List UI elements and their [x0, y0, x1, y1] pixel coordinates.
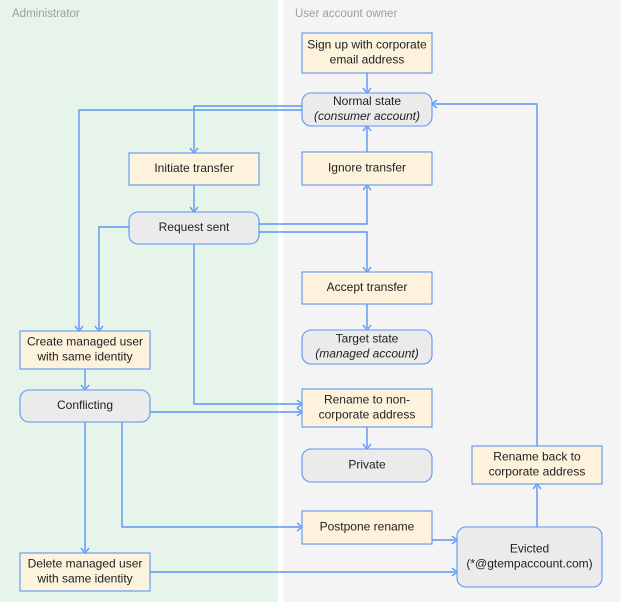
node-accept-transfer[interactable]: Accept transfer — [301, 271, 433, 305]
node-label-line: (managed account) — [315, 347, 418, 361]
node-label-line: corporate address — [319, 408, 416, 422]
node-shape[interactable] — [301, 271, 433, 305]
node-label-line: Ignore transfer — [328, 161, 406, 175]
node-shape[interactable] — [19, 389, 151, 423]
swimlane-administrator: Administrator — [0, 0, 278, 602]
edge-line — [78, 109, 302, 329]
node-label-line: Create managed user — [27, 335, 143, 349]
node-request-sent[interactable]: Request sent — [128, 211, 260, 245]
node-rename-to-non-corporate-address[interactable]: Rename to non-corporate address — [301, 388, 433, 428]
node-normal-state[interactable]: Normal state(consumer account) — [301, 92, 433, 127]
swimlane-background — [0, 0, 278, 602]
node-ignore-transfer[interactable]: Ignore transfer — [301, 151, 433, 186]
node-shape[interactable] — [128, 211, 260, 245]
node-label-line: with same identity — [36, 350, 132, 364]
node-label-line: Rename to non- — [324, 393, 410, 407]
node-shape[interactable] — [301, 448, 433, 483]
edge-line — [259, 187, 368, 225]
node-shape[interactable] — [128, 152, 260, 186]
node-label-line: Conflicting — [57, 398, 113, 412]
node-label-line: corporate address — [489, 465, 586, 479]
node-label-line: Sign up with corporate — [307, 38, 427, 52]
node-label-line: (consumer account) — [314, 109, 420, 123]
swimlane-title: User account owner — [295, 8, 397, 20]
node-evicted[interactable]: Evicted(*@gtempaccount.com) — [456, 526, 603, 588]
node-conflicting[interactable]: Conflicting — [19, 389, 151, 423]
node-label-line: Evicted — [510, 542, 549, 556]
node-initiate-transfer[interactable]: Initiate transfer — [128, 152, 260, 186]
node-label-line: email address — [330, 53, 405, 67]
node-label-line: Rename back to — [493, 450, 581, 464]
node-label-line: Postpone rename — [320, 520, 415, 534]
node-shape[interactable] — [301, 329, 433, 365]
node-shape[interactable] — [19, 552, 151, 592]
node-shape[interactable] — [301, 388, 433, 428]
node-shape[interactable] — [19, 330, 151, 370]
edge-line — [98, 226, 129, 329]
swimlane-title: Administrator — [12, 8, 80, 20]
node-label-line: (*@gtempaccount.com) — [466, 557, 592, 571]
node-label-line: Private — [348, 458, 386, 472]
edge-line — [193, 105, 302, 151]
node-shape[interactable] — [456, 526, 603, 588]
node-shape[interactable] — [301, 32, 433, 74]
node-postpone-rename[interactable]: Postpone rename — [301, 510, 433, 545]
edge-line — [121, 422, 300, 528]
node-label-line: Request sent — [159, 220, 230, 234]
node-shape[interactable] — [301, 92, 433, 127]
node-shape[interactable] — [301, 151, 433, 186]
edge-line — [259, 231, 368, 270]
node-label-line: Normal state — [333, 94, 401, 108]
node-label-line: Target state — [336, 332, 399, 346]
node-label-line: Accept transfer — [327, 280, 408, 294]
edge-line — [193, 244, 300, 405]
edge-line — [434, 103, 538, 446]
node-label-line: Delete managed user — [28, 557, 143, 571]
node-shape[interactable] — [301, 510, 433, 545]
node-label-line: with same identity — [36, 572, 132, 586]
node-label-line: Initiate transfer — [154, 161, 233, 175]
node-target-state[interactable]: Target state(managed account) — [301, 329, 433, 365]
node-private[interactable]: Private — [301, 448, 433, 483]
node-shape[interactable] — [471, 445, 603, 485]
